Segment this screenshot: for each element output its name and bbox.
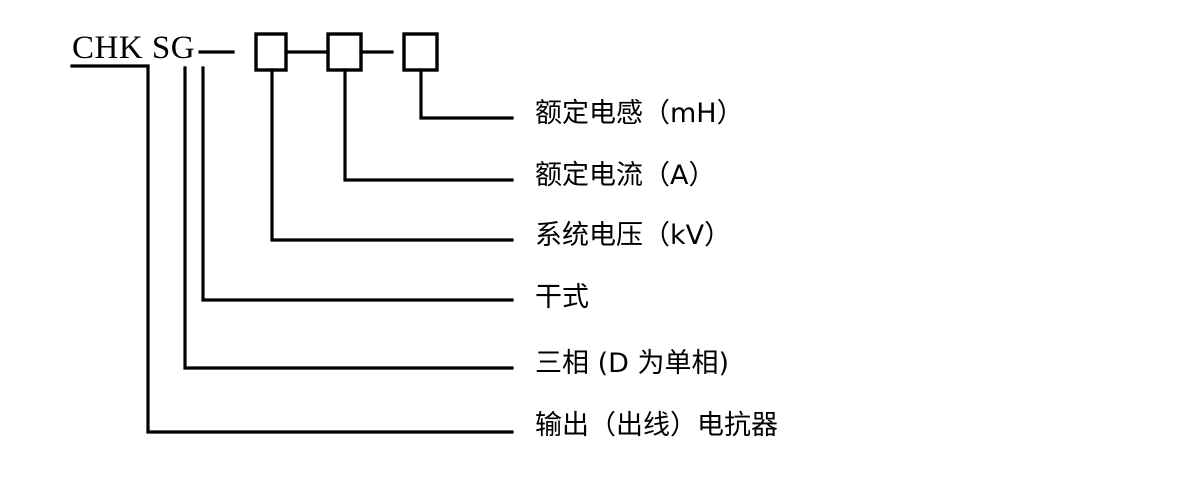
leader-dry-type <box>201 66 514 302</box>
box-inductance-shape <box>402 32 439 72</box>
box-current-shape <box>326 32 363 72</box>
label-output-reactor: 输出（出线）电抗器 <box>535 410 778 441</box>
leader-rated-inductance <box>419 68 514 120</box>
label-dry-type: 干式 <box>535 282 589 313</box>
leader-three-phase <box>183 66 514 370</box>
label-system-voltage: 系统电压（kV） <box>535 220 732 251</box>
model-code-text: CHK SG <box>72 30 196 66</box>
leader-rated-current <box>343 68 514 182</box>
label-rated-current: 额定电流（A） <box>535 160 716 191</box>
label-rated-inductance: 额定电感（mH） <box>535 98 744 129</box>
leader-system-voltage <box>270 68 514 242</box>
leader-output-reactor <box>146 66 514 434</box>
label-three-phase: 三相 (D 为单相) <box>535 348 730 379</box>
box-voltage-shape <box>254 32 288 72</box>
